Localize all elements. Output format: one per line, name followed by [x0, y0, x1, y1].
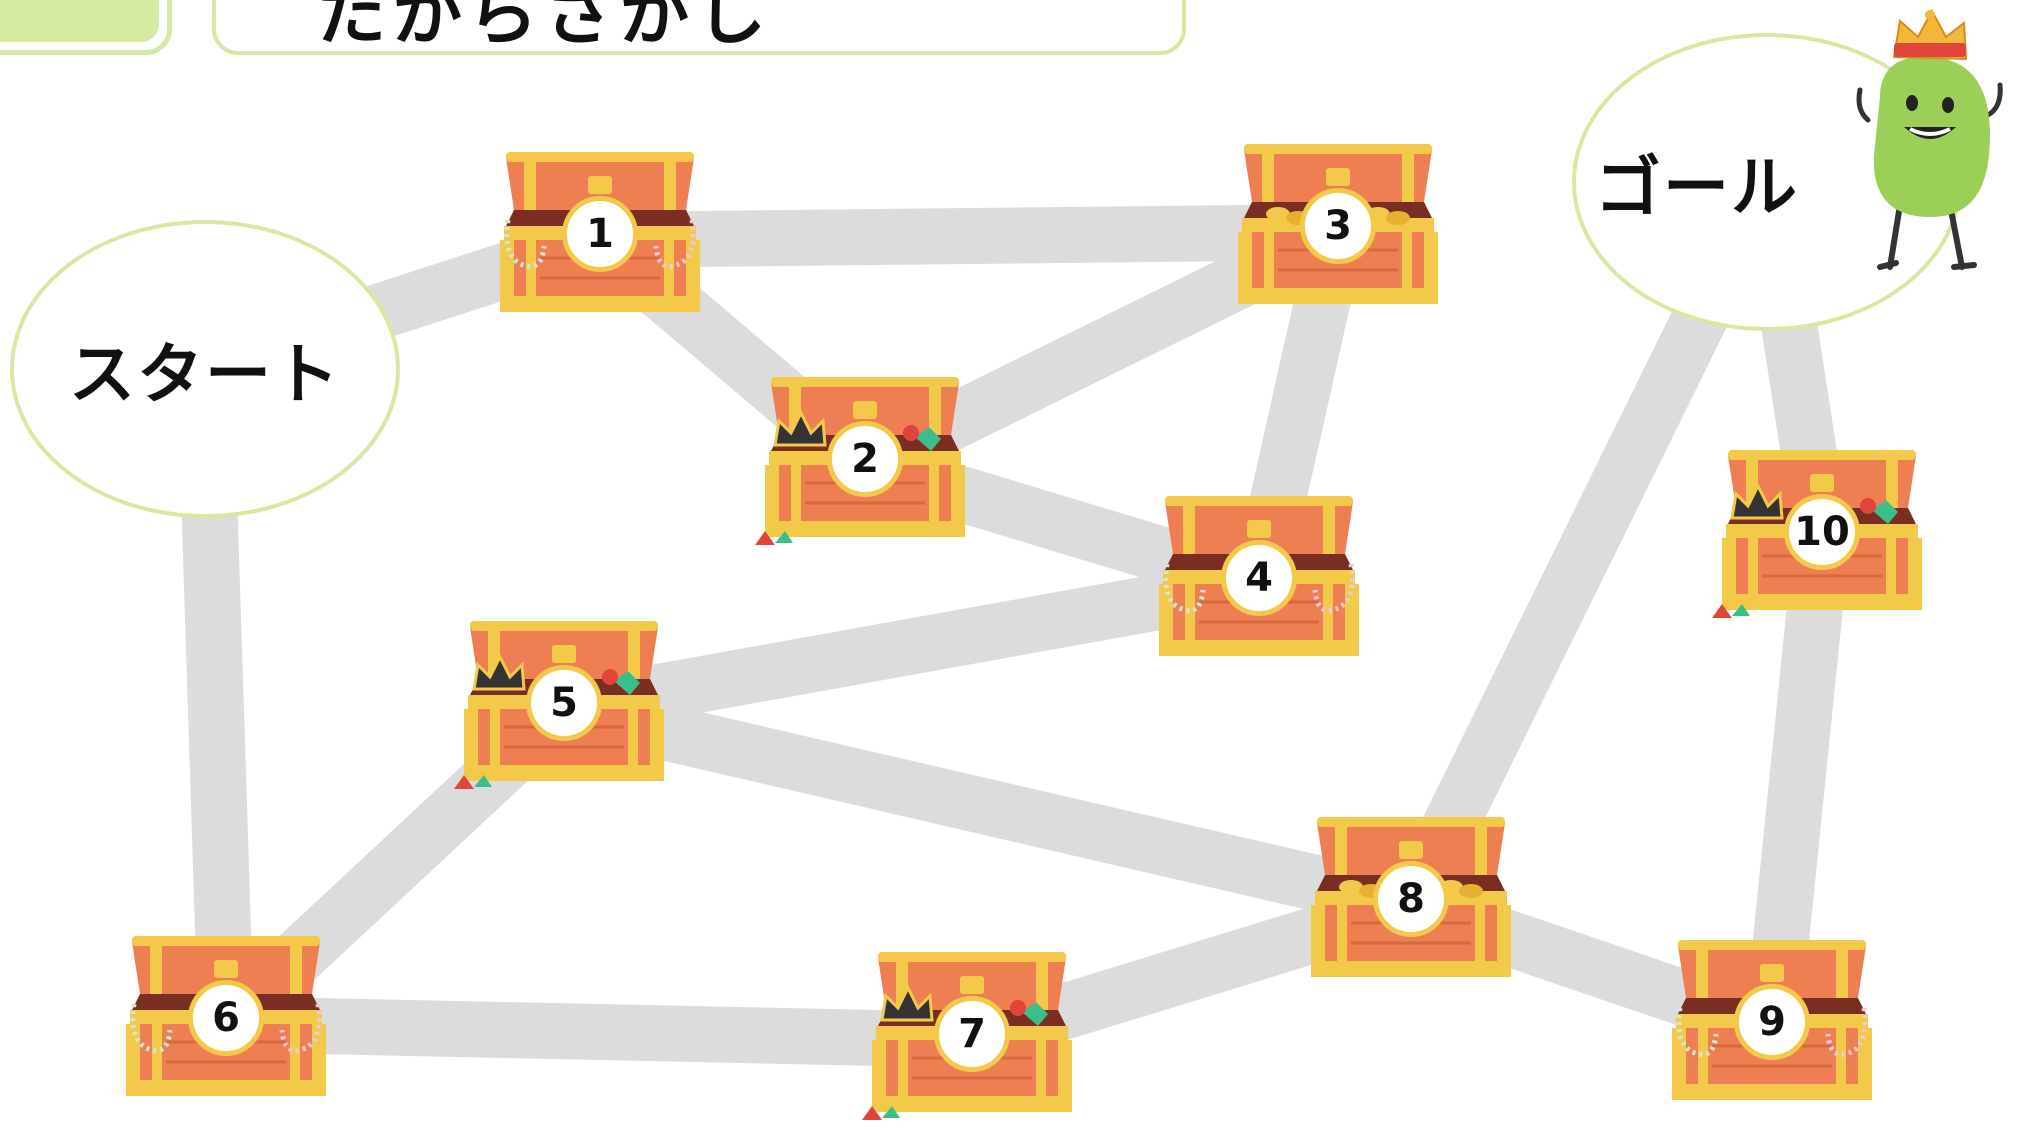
goal-label: ゴール: [1595, 134, 1799, 230]
chest-number: 1: [562, 196, 638, 272]
chest-number: 2: [827, 421, 903, 497]
chest-6[interactable]: 6: [126, 934, 326, 1106]
page-title: たからさがし: [316, 0, 772, 55]
chest-9[interactable]: 9: [1672, 938, 1872, 1110]
chest-number: 9: [1734, 984, 1810, 1060]
chest-1[interactable]: 1: [500, 150, 700, 322]
chest-7[interactable]: 7: [872, 950, 1072, 1122]
chest-3[interactable]: 3: [1238, 142, 1438, 314]
path-1-3: [600, 232, 1338, 240]
chest-number: 8: [1373, 861, 1449, 937]
chest-number: 5: [526, 665, 602, 741]
path-6-7: [226, 1024, 972, 1040]
chest-number: 7: [934, 996, 1010, 1072]
mascot-character-icon: [1850, 5, 2030, 280]
chest-number: 4: [1221, 540, 1297, 616]
start-label: スタート: [69, 321, 341, 417]
chest-number: 3: [1300, 188, 1376, 264]
chest-5[interactable]: 5: [464, 619, 664, 791]
menu-tab[interactable]: [0, 0, 172, 55]
chest-8[interactable]: 8: [1311, 815, 1511, 987]
path-5-8: [564, 709, 1411, 905]
chest-4[interactable]: 4: [1159, 494, 1359, 666]
path-4-5: [564, 584, 1259, 709]
start-node[interactable]: スタート: [10, 220, 400, 518]
chest-2[interactable]: 2: [765, 375, 965, 547]
title-banner: たからさがし: [212, 0, 1186, 55]
chest-number: 10: [1784, 494, 1860, 570]
chest-10[interactable]: 10: [1722, 448, 1922, 620]
chest-number: 6: [188, 980, 264, 1056]
